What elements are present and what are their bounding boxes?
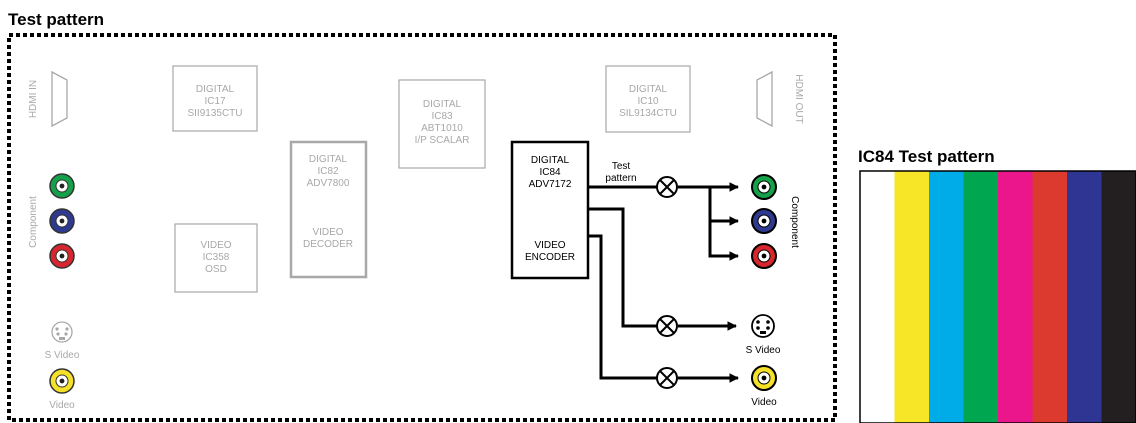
- chip-ic358: VIDEO IC358 OSD: [174, 223, 258, 293]
- color-bar-black: [1101, 171, 1136, 423]
- switch-s-video: [656, 315, 678, 337]
- signal-paths: [588, 182, 739, 383]
- svg-text:VIDEO: VIDEO: [200, 240, 231, 251]
- color-bar-red: [1032, 171, 1068, 423]
- s-video-out-jack: [751, 314, 775, 338]
- component-in-red-jack: [49, 243, 75, 269]
- s-video-in-jack: [51, 321, 73, 343]
- svg-text:IC358: IC358: [203, 252, 230, 263]
- hdmi-in-connector: [51, 70, 68, 128]
- component-in-label: Component: [28, 196, 39, 248]
- color-bar-blue: [1067, 171, 1102, 423]
- svg-text:OSD: OSD: [205, 264, 227, 275]
- svg-text:IC82: IC82: [317, 166, 339, 177]
- component-out-red-jack: [751, 243, 777, 269]
- video-in-yellow-jack: [49, 368, 75, 394]
- chip-ic10: DIGITAL IC10 SIL9134CTU: [605, 65, 691, 133]
- svg-text:SIL9134CTU: SIL9134CTU: [619, 108, 677, 119]
- svg-text:ABT1010: ABT1010: [421, 123, 463, 134]
- svg-text:ADV7800: ADV7800: [307, 178, 350, 189]
- chip-ic17: DIGITAL IC17 SII9135CTU: [172, 65, 258, 132]
- s-video-in-label: S Video: [45, 350, 80, 361]
- switch-video: [656, 367, 678, 389]
- svg-text:VIDEO: VIDEO: [534, 240, 565, 251]
- svg-text:VIDEO: VIDEO: [312, 227, 343, 238]
- board-outline: [7, 33, 837, 422]
- component-in-green-jack: [49, 173, 75, 199]
- svg-text:DECODER: DECODER: [303, 239, 353, 250]
- panel-title: IC84 Test pattern: [858, 147, 995, 166]
- hdmi-out-connector: [756, 70, 773, 128]
- component-out-green-jack: [751, 174, 777, 200]
- svg-text:IC83: IC83: [431, 111, 453, 122]
- svg-text:DIGITAL: DIGITAL: [309, 154, 348, 165]
- svg-text:ADV7172: ADV7172: [529, 179, 572, 190]
- hdmi-out-label: HDMI OUT: [793, 74, 804, 123]
- s-video-out-label: S Video: [746, 345, 781, 356]
- component-out-label: Component: [789, 196, 800, 248]
- chip-ic82: DIGITAL IC82 ADV7800 VIDEO DECODER: [289, 140, 368, 279]
- svg-text:IC10: IC10: [637, 96, 659, 107]
- chip-ic84: DIGITAL IC84 ADV7172 VIDEO ENCODER: [510, 140, 590, 280]
- svg-text:I/P SCALAR: I/P SCALAR: [415, 135, 470, 146]
- color-bar-frame: [859, 170, 1136, 423]
- svg-text:DIGITAL: DIGITAL: [196, 84, 235, 95]
- chip-ic83: DIGITAL IC83 ABT1010 I/P SCALAR: [398, 79, 486, 169]
- component-out-blue-jack: [751, 208, 777, 234]
- color-bar-pattern: [859, 170, 1136, 423]
- svg-text:DIGITAL: DIGITAL: [629, 84, 668, 95]
- color-bar-cyan: [929, 171, 964, 423]
- video-in-label: Video: [49, 400, 75, 411]
- test-pattern-signal-label-2: pattern: [605, 173, 636, 184]
- svg-text:IC84: IC84: [539, 167, 561, 178]
- color-bar-white: [860, 171, 895, 423]
- svg-text:DIGITAL: DIGITAL: [423, 99, 462, 110]
- video-out-label: Video: [751, 397, 777, 408]
- svg-text:SII9135CTU: SII9135CTU: [187, 108, 242, 119]
- svg-text:ENCODER: ENCODER: [525, 252, 575, 263]
- color-bar-yellow: [894, 171, 930, 423]
- page-title: Test pattern: [8, 10, 104, 29]
- color-bar-green: [963, 171, 999, 423]
- component-in-blue-jack: [49, 208, 75, 234]
- color-bar-magenta: [998, 171, 1033, 423]
- svg-text:DIGITAL: DIGITAL: [531, 155, 570, 166]
- svg-text:IC17: IC17: [204, 96, 226, 107]
- hdmi-in-label: HDMI IN: [28, 80, 39, 118]
- switch-component: [656, 176, 678, 198]
- video-out-yellow-jack: [751, 365, 777, 391]
- test-pattern-signal-label: Test: [612, 161, 631, 172]
